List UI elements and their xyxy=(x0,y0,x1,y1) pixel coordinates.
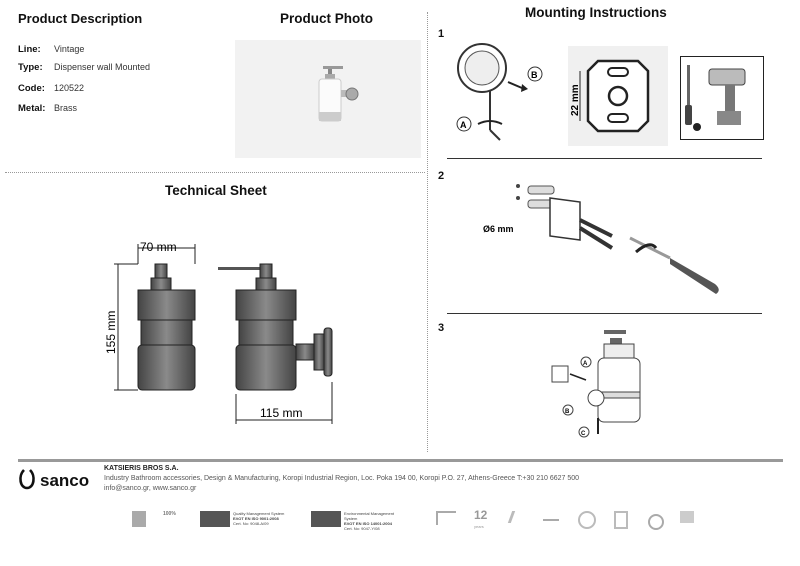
step3-label-b: B xyxy=(565,409,570,415)
spec-metal: Metal:Brass xyxy=(18,103,78,114)
step1-plate-illustration: 22 mm xyxy=(568,46,668,146)
mounting-instructions-heading: Mounting Instructions xyxy=(525,5,667,20)
step2-drill-label: Ø6 mm xyxy=(483,224,514,234)
company-name: KATSIERIS BROS S.A. xyxy=(104,465,179,472)
iso14001-text: Environmental Management System ΕΛΟΤ ΕΝ … xyxy=(344,511,395,531)
dim-depth-label: 115 mm xyxy=(260,406,302,420)
step-number-3: 3 xyxy=(438,322,445,334)
company-address: Industry Bathroom accessories, Design & … xyxy=(104,475,580,482)
product-description-heading: Product Description xyxy=(18,11,143,26)
feature-icon-3 xyxy=(543,511,559,521)
step-number-2: 2 xyxy=(438,170,445,182)
step1-bracket-illustration: B A xyxy=(450,40,550,150)
step3-label-c: C xyxy=(581,431,586,437)
iso9001-text: Quality Management System ΕΛΟΤ ΕΝ ISO 90… xyxy=(233,511,285,526)
technical-drawing: 70 mm 155 mm 115 mm xyxy=(100,234,400,424)
spec-line: Line:Vintage xyxy=(18,44,85,55)
footer-divider xyxy=(18,459,783,462)
spec-code: Code:120522 xyxy=(18,83,85,94)
dim-width-label: 70 mm xyxy=(140,240,177,254)
feature-icon-6 xyxy=(648,514,664,530)
column-divider xyxy=(427,12,428,452)
section-divider xyxy=(5,172,425,173)
step1-label-b: B xyxy=(531,70,538,80)
product-photo xyxy=(235,40,421,158)
feature-icon-4 xyxy=(578,511,596,529)
step1-dim-label: 22 mm xyxy=(570,84,581,116)
sanco-logo: sanco xyxy=(18,466,98,492)
dim-height-label: 155 mm xyxy=(104,311,118,354)
step1-tools-illustration xyxy=(680,56,764,140)
feature-icon-1 xyxy=(436,511,456,525)
spec-type: Type:Dispenser wall Mounted xyxy=(18,62,151,73)
step-divider-1 xyxy=(447,158,762,159)
feature-icon-2 xyxy=(507,511,530,523)
step3-label-a: A xyxy=(583,361,588,367)
step-number-1: 1 xyxy=(438,28,445,40)
feature-icon-5 xyxy=(614,511,628,529)
feature-icon-7 xyxy=(680,511,694,523)
quality-badge: 100% xyxy=(163,511,176,517)
product-photo-heading: Product Photo xyxy=(280,11,373,26)
warranty-years: years xyxy=(474,524,484,529)
company-info: KATSIERIS BROS S.A. Industry Bathroom ac… xyxy=(104,465,579,492)
step2-screw-illustration: Ø6 mm xyxy=(470,180,770,310)
made-in-greece-icon xyxy=(132,511,146,527)
step3-attach-illustration: A B C xyxy=(540,322,690,444)
step1-label-a: A xyxy=(460,120,467,130)
iso9001-logo xyxy=(200,511,230,527)
step-divider-2 xyxy=(447,313,762,314)
warranty-badge: 12 xyxy=(474,508,488,522)
brand-name: sanco xyxy=(40,471,89,490)
iso14001-logo xyxy=(311,511,341,527)
company-contact: info@sanco.gr, www.sanco.gr xyxy=(104,485,197,492)
technical-sheet-heading: Technical Sheet xyxy=(165,183,267,198)
